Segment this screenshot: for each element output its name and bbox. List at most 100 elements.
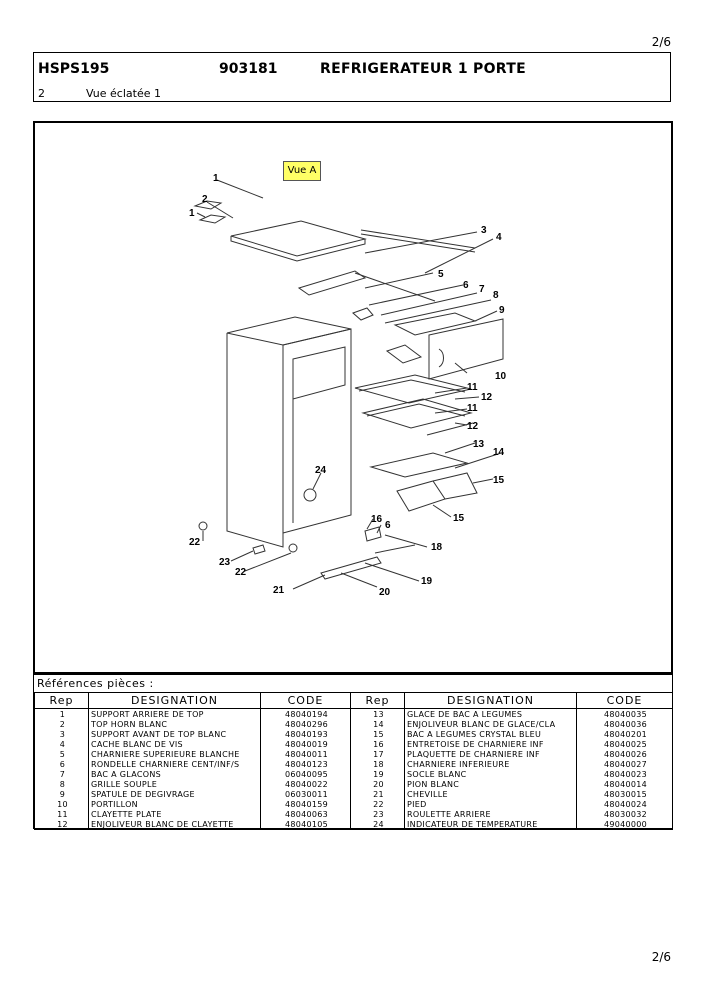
- callout: 22: [235, 567, 247, 578]
- top-support-front-part: [198, 214, 227, 224]
- callout: 1: [213, 173, 219, 184]
- callout: 8: [493, 290, 499, 301]
- cell-des: PORTILLON: [88, 799, 261, 809]
- base-part: [320, 556, 382, 580]
- callout: 23: [219, 557, 231, 568]
- callout: 20: [379, 587, 391, 598]
- cell-code: 48040025: [576, 739, 673, 749]
- col-header-rep: Rep: [34, 692, 89, 709]
- callout: 15: [493, 475, 505, 486]
- cell-rep: 6: [34, 759, 89, 769]
- cell-code: 48040026: [576, 749, 673, 759]
- cell-des: ENJOLIVEUR BLANC DE GLACE/CLA: [404, 719, 577, 729]
- cell-rep: 9: [34, 789, 89, 799]
- cell-rep: 4: [34, 739, 89, 749]
- temperature-indicator-part: [303, 488, 317, 502]
- cell-rep: 24: [350, 819, 405, 830]
- callout: 6: [463, 280, 469, 291]
- callout: 12: [481, 392, 493, 403]
- cabinet-side: [226, 333, 284, 548]
- cell-code: 48040023: [576, 769, 673, 779]
- cabinet-top: [226, 316, 352, 346]
- callout: 15: [453, 513, 465, 524]
- cell-des: CLAYETTE PLATE: [88, 809, 261, 819]
- cell-des: SUPPORT ARRIERE DE TOP: [88, 708, 261, 719]
- cell-rep: 10: [34, 799, 89, 809]
- col-header-designation: DESIGNATION: [88, 692, 261, 709]
- callout: 9: [499, 305, 505, 316]
- callout: 14: [493, 447, 505, 458]
- cell-des: CHEVILLE: [404, 789, 577, 799]
- crisper-glass-part: [369, 452, 469, 478]
- cell-rep: 18: [350, 759, 405, 769]
- cell-code: 48040193: [260, 729, 351, 739]
- callout: 1: [189, 208, 195, 219]
- cell-des: CHARNIERE INFERIEURE: [404, 759, 577, 769]
- cell-des: RONDELLE CHARNIERE CENT/INF/S: [88, 759, 261, 769]
- callout: 10: [495, 371, 507, 382]
- cell-code: 49040000: [576, 819, 673, 830]
- cell-code: 48030032: [576, 809, 673, 819]
- callout: 4: [496, 232, 502, 243]
- cell-code: 48040011: [260, 749, 351, 759]
- cell-des: TOP HORN BLANC: [88, 719, 261, 729]
- rear-roller-part: [252, 544, 266, 555]
- cell-des: GLACE DE BAC A LEGUMES: [404, 708, 577, 719]
- shelf-2-part: [361, 398, 473, 429]
- cell-des: BAC A LEGUMES CRYSTAL BLEU: [404, 729, 577, 739]
- section-number: 2: [38, 87, 45, 100]
- callout: 6: [385, 520, 391, 531]
- ice-tray-part: [385, 344, 423, 364]
- top-panel-part: [230, 220, 367, 257]
- cell-rep: 3: [34, 729, 89, 739]
- callout: 13: [473, 439, 485, 450]
- parts-table-header: Rep DESIGNATION CODE Rep DESIGNATION COD…: [34, 692, 673, 709]
- references-title: Références pièces :: [37, 677, 154, 690]
- cell-des: INDICATEUR DE TEMPERATURE: [404, 819, 577, 830]
- callout: 3: [481, 225, 487, 236]
- cell-code: 48040159: [260, 799, 351, 809]
- exploded-view-svg: 1 2 1 3 4 5 6 7 8 9 10 11 12 11 12 13 14…: [189, 173, 507, 598]
- freezer-opening: [292, 346, 346, 400]
- cell-code: 48040063: [260, 809, 351, 819]
- product-code: 903181: [219, 61, 278, 77]
- col-header-rep: Rep: [350, 692, 405, 709]
- page-number-bottom: 2/6: [651, 950, 671, 964]
- callout: 12: [467, 421, 479, 432]
- cell-rep: 1: [34, 708, 89, 719]
- callout: 19: [421, 576, 433, 587]
- cell-rep: 19: [350, 769, 405, 779]
- cell-code: 48040105: [260, 819, 351, 830]
- cell-rep: 11: [34, 809, 89, 819]
- cell-des: ENJOLIVEUR BLANC DE CLAYETTE: [88, 819, 261, 830]
- lower-hinge-part: [364, 526, 382, 542]
- callout: 11: [467, 403, 478, 414]
- cell-rep: 17: [350, 749, 405, 759]
- cell-rep: 5: [34, 749, 89, 759]
- references-section: Références pièces : Rep DESIGNATION CODE…: [33, 674, 673, 830]
- callout: 24: [315, 465, 327, 476]
- callout: 5: [438, 269, 444, 280]
- cell-rep: 22: [350, 799, 405, 809]
- cell-des: ENTRETOISE DE CHARNIERE INF: [404, 739, 577, 749]
- cabinet-front: [282, 328, 352, 534]
- soft-grid-part: [393, 312, 477, 336]
- cell-rep: 23: [350, 809, 405, 819]
- callout: 21: [273, 585, 285, 596]
- cell-code: 48040024: [576, 799, 673, 809]
- cell-rep: 16: [350, 739, 405, 749]
- cell-des: ROULETTE ARRIERE: [404, 809, 577, 819]
- cell-code: 48040027: [576, 759, 673, 769]
- cell-rep: 8: [34, 779, 89, 789]
- cell-rep: 14: [350, 719, 405, 729]
- cell-des: PION BLANC: [404, 779, 577, 789]
- cell-rep: 7: [34, 769, 89, 779]
- cell-rep: 13: [350, 708, 405, 719]
